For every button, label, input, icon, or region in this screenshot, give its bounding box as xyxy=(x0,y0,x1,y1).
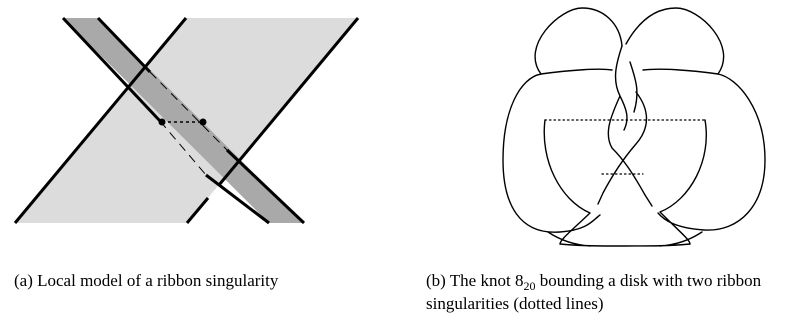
sheet-edge-right-lower xyxy=(185,197,210,224)
knot-bottom-band xyxy=(547,231,703,247)
caption-b-text-before: The knot xyxy=(449,271,515,290)
sheet-edge-left xyxy=(13,17,188,224)
caption-a-tag: (a) xyxy=(14,271,33,290)
caption-b: (b) The knot 820 bounding a disk with tw… xyxy=(426,270,801,314)
knot-central-twist xyxy=(597,45,653,207)
band-edge-hidden-left xyxy=(159,120,207,176)
band-edge-right-upper xyxy=(96,16,152,74)
knot-strand-right xyxy=(625,7,766,231)
dark-band xyxy=(63,18,304,223)
band-edge-left-lower xyxy=(205,173,270,225)
knot-name-subscript: 20 xyxy=(523,279,536,293)
caption-b-tag: (b) xyxy=(426,271,446,290)
knot-name-main: 8 xyxy=(514,271,524,290)
band-edge-hidden-right xyxy=(149,71,228,151)
knot-outline-top xyxy=(540,68,719,75)
caption-b-text-after: bounding a disk with two ribbon singular… xyxy=(426,271,762,313)
caption-a: (a) Local model of a ribbon singularity xyxy=(14,270,374,291)
sheet-edge-right-upper xyxy=(217,17,360,186)
singularity-endpoint-right xyxy=(199,118,207,126)
knot-strand-left xyxy=(502,7,638,233)
caption-a-text: Local model of a ribbon singularity xyxy=(37,271,279,290)
singularity-endpoint-left xyxy=(158,118,166,126)
band-edge-left-upper xyxy=(61,16,162,123)
knot-inner-arcs xyxy=(543,119,707,245)
